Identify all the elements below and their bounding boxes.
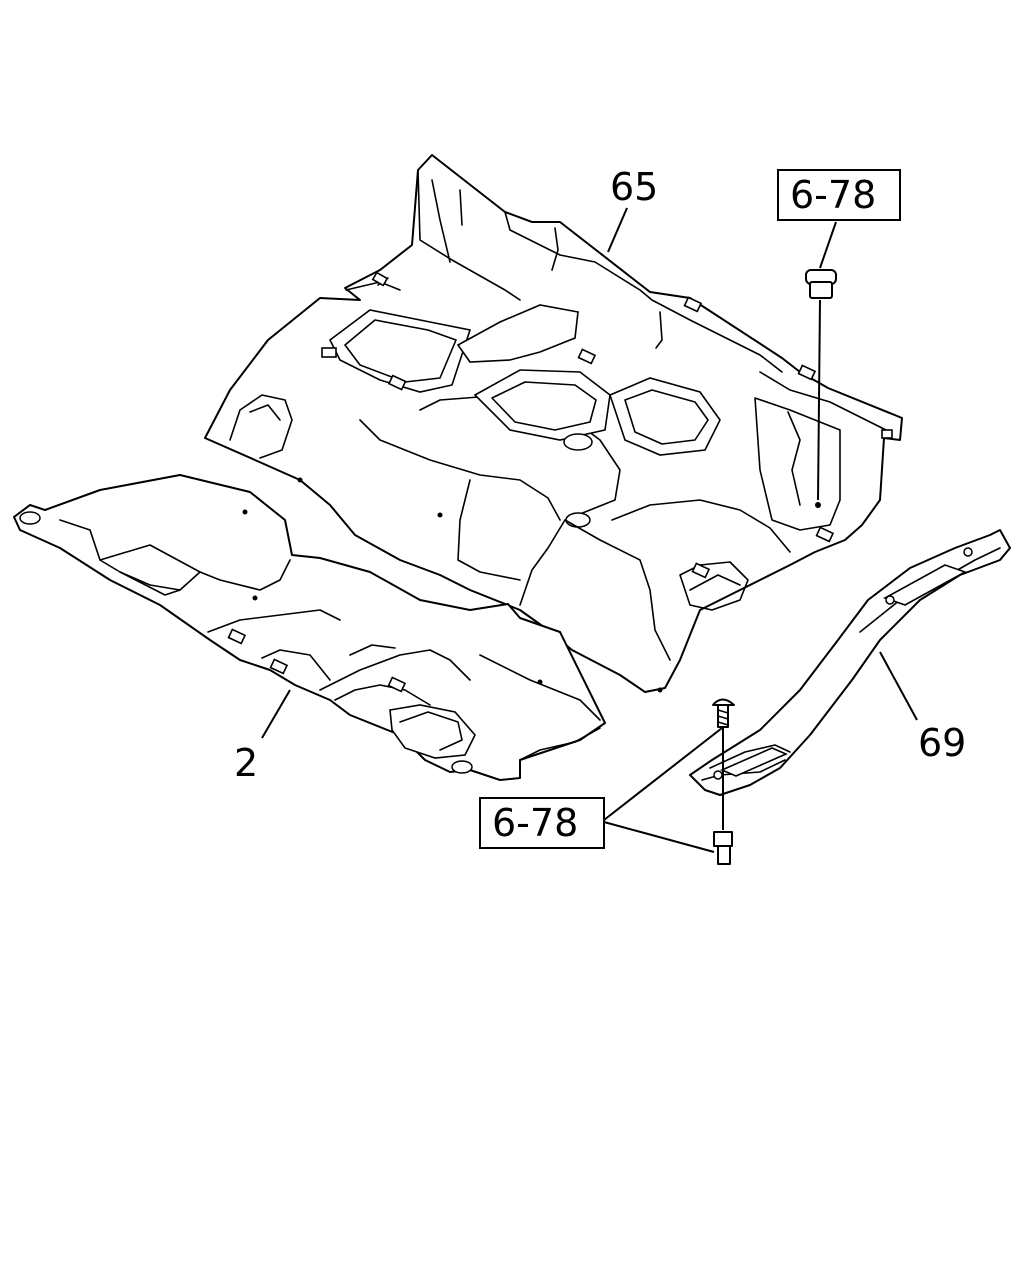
front-carpet-2 <box>13 474 606 781</box>
reference-label-lower: 6-78 <box>492 801 578 845</box>
callout-69: 69 <box>918 721 966 765</box>
callout-2: 2 <box>234 741 258 785</box>
scuff-plate-69 <box>689 529 1011 796</box>
leader-69 <box>879 651 918 721</box>
leader-6-78-lower-b <box>603 821 715 853</box>
leader-2 <box>261 689 291 739</box>
reference-label-upper: 6-78 <box>790 173 876 217</box>
callout-65: 65 <box>610 165 658 209</box>
floor-carpet-65 <box>204 154 903 693</box>
leader-6-78-lower-a <box>603 727 723 821</box>
push-clip-fastener <box>713 790 733 865</box>
screw-fastener <box>712 698 735 790</box>
leader-6-78-upper <box>819 221 837 269</box>
leader-65 <box>607 207 628 253</box>
clip-upper-right <box>805 269 837 501</box>
reference-box-upper: 6-78 <box>777 169 901 221</box>
reference-box-lower: 6-78 <box>479 797 605 849</box>
